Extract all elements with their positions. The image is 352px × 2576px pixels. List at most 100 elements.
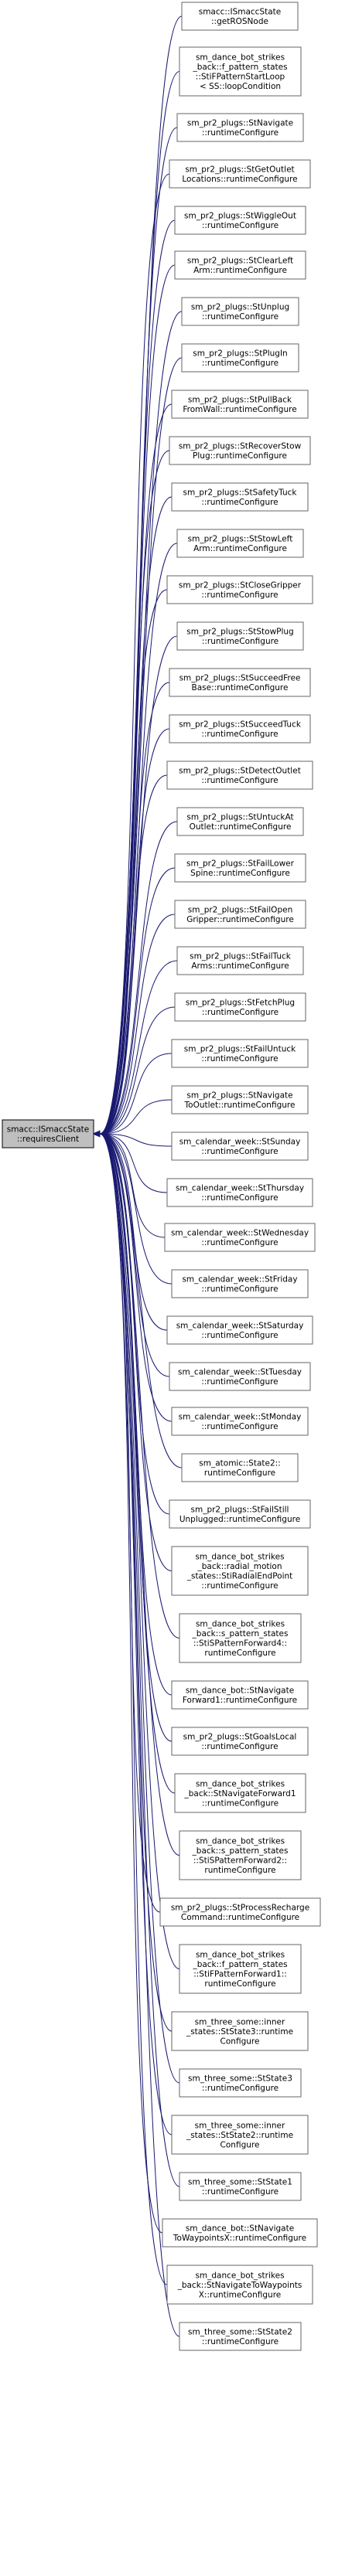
caller-node-strikes-s-pattern-forward4[interactable]: sm_dance_bot_strikes_back::s_pattern_sta… (179, 1613, 302, 1663)
caller-node-strikes-navigate-forward1[interactable]: sm_dance_bot_strikes_back::StNavigateFor… (174, 1773, 306, 1813)
caller-node-pr2-goals-local[interactable]: sm_pr2_plugs::StGoalsLocal::runtimeConfi… (171, 1727, 309, 1756)
caller-node-three-some-inner-state3[interactable]: sm_three_some::inner_states::StState3::r… (171, 2011, 309, 2051)
focus-node-requires-client-label-line: ::requiresClient (17, 1135, 79, 1144)
caller-node-cal-sunday[interactable]: sm_calendar_week::StSunday::runtimeConfi… (171, 1131, 309, 1161)
caller-node-pr2-wiggle-out-label-line: sm_pr2_plugs::StWiggleOut (184, 212, 296, 221)
caller-node-pr2-fail-untuck-label-line: ::runtimeConfigure (201, 1054, 278, 1063)
caller-node-three-some-inner-state2-label-line: sm_three_some::inner (195, 2121, 285, 2130)
caller-node-pr2-navigate-to-outlet-label-line: sm_pr2_plugs::StNavigate (186, 1091, 292, 1101)
caller-node-pr2-succeed-tuck[interactable]: sm_pr2_plugs::StSucceedTuck::runtimeConf… (169, 714, 311, 744)
caller-node-pr2-recover-stow-plug[interactable]: sm_pr2_plugs::StRecoverStowPlug::runtime… (169, 436, 311, 465)
caller-node-pr2-plug-in-box (181, 343, 299, 373)
edge-dance-navigate-to-waypoints-x (92, 1130, 163, 2234)
caller-node-cal-monday-label-line: sm_calendar_week::StMonday (179, 1413, 302, 1422)
caller-node-strikes-s-pattern-forward2[interactable]: sm_dance_bot_strikes_back::s_pattern_sta… (179, 1830, 302, 1880)
caller-node-cal-friday[interactable]: sm_calendar_week::StFriday::runtimeConfi… (171, 1269, 309, 1298)
caller-node-pr2-recover-stow-plug-label-line: sm_pr2_plugs::StRecoverStow (179, 442, 302, 451)
caller-node-loop-condition-label-line: ::StiFPatternStartLoop (196, 73, 285, 82)
caller-node-pr2-fail-still-unplugged[interactable]: sm_pr2_plugs::StFailStillUnplugged::runt… (169, 1499, 311, 1529)
caller-node-pr2-fetch-plug-box (174, 992, 306, 1022)
caller-node-cal-monday-box (171, 1407, 309, 1436)
caller-node-pr2-clear-left-arm-label-line: Arm::runtimeConfigure (193, 266, 287, 275)
caller-node-cal-wednesday-label-line: sm_calendar_week::StWednesday (171, 1229, 309, 1238)
caller-node-pr2-untuck-at-outlet-label-line: Outlet::runtimeConfigure (190, 822, 292, 832)
caller-node-pr2-pull-back-from-wall[interactable]: sm_pr2_plugs::StPullBackFromWall::runtim… (171, 390, 309, 419)
caller-node-pr2-unplug-label-line: ::runtimeConfigure (202, 312, 279, 322)
caller-node-atomic-state2-label-line: sm_atomic::State2:: (199, 1459, 280, 1468)
caller-node-pr2-fetch-plug[interactable]: sm_pr2_plugs::StFetchPlug::runtimeConfig… (174, 992, 306, 1022)
caller-node-pr2-fail-lower-spine[interactable]: sm_pr2_plugs::StFailLowerSpine::runtimeC… (174, 853, 306, 883)
caller-node-cal-monday[interactable]: sm_calendar_week::StMonday::runtimeConfi… (171, 1407, 309, 1436)
caller-node-cal-tuesday[interactable]: sm_calendar_week::StTuesday::runtimeConf… (169, 1362, 311, 1391)
caller-node-cal-thursday-box (166, 1178, 313, 1207)
caller-node-pr2-detect-outlet-box (166, 761, 313, 790)
caller-node-pr2-detect-outlet[interactable]: sm_pr2_plugs::StDetectOutlet::runtimeCon… (166, 761, 313, 790)
caller-node-three-some-inner-state3-label-line: sm_three_some::inner (195, 2017, 285, 2026)
caller-node-pr2-untuck-at-outlet[interactable]: sm_pr2_plugs::StUntuckAtOutlet::runtimeC… (176, 807, 304, 836)
caller-node-atomic-state2-label-line: runtimeConfigure (204, 1468, 275, 1478)
caller-node-pr2-stow-plug-label-line: ::runtimeConfigure (202, 637, 279, 646)
caller-node-pr2-safety-tuck[interactable]: sm_pr2_plugs::StSafetyTuck::runtimeConfi… (171, 482, 309, 512)
caller-node-three-some-inner-state2[interactable]: sm_three_some::inner_states::StState2::r… (171, 2115, 309, 2155)
caller-node-loop-condition-label-line: < SS::loopCondition (200, 82, 281, 91)
caller-node-dance-navigate-forward1[interactable]: sm_dance_bot::StNavigateForward1::runtim… (171, 1680, 309, 1710)
caller-node-pr2-fail-tuck-arms[interactable]: sm_pr2_plugs::StFailTuckArms::runtimeCon… (176, 946, 304, 975)
edge-cal-saturday (92, 1130, 168, 1331)
caller-node-strikes-s-pattern-forward2-label-line: sm_dance_bot_strikes (196, 1837, 285, 1846)
caller-node-dance-navigate-to-waypoints-x[interactable]: sm_dance_bot::StNavigateToWaypointsX::ru… (162, 2218, 318, 2248)
caller-node-get-ros-node[interactable]: smacc::ISmaccState::getROSNode (181, 2, 299, 31)
caller-node-three-some-state1-label-line: ::runtimeConfigure (202, 2187, 279, 2197)
focus-node-requires-client[interactable]: smacc::ISmaccState::requiresClient (2, 1119, 94, 1148)
caller-node-pr2-succeed-tuck-label-line: sm_pr2_plugs::StSucceedTuck (179, 720, 302, 730)
caller-node-pr2-get-outlet-locations-label-line: Locations::runtimeConfigure (182, 175, 297, 184)
caller-node-three-some-inner-state2-label-line: Configure (220, 2140, 260, 2149)
caller-node-strikes-radial-end-point[interactable]: sm_dance_bot_strikes_back::radial_motion… (171, 1546, 309, 1596)
caller-node-pr2-close-gripper[interactable]: sm_pr2_plugs::StCloseGripper::runtimeCon… (166, 575, 313, 604)
caller-node-pr2-stow-left-arm-label-line: sm_pr2_plugs::StStowLeft (188, 535, 293, 544)
caller-node-pr2-fail-untuck[interactable]: sm_pr2_plugs::StFailUntuck::runtimeConfi… (171, 1039, 309, 1068)
caller-node-pr2-stow-plug[interactable]: sm_pr2_plugs::StStowPlug::runtimeConfigu… (176, 621, 304, 651)
caller-node-strikes-s-pattern-forward4-box (179, 1613, 302, 1663)
caller-node-strikes-s-pattern-forward2-label-line: ::StiSPatternForward2:: (193, 1856, 287, 1866)
caller-node-cal-saturday[interactable]: sm_calendar_week::StSaturday::runtimeCon… (166, 1315, 313, 1345)
caller-node-pr2-wiggle-out-box (174, 206, 306, 235)
caller-node-pr2-succeed-free-base[interactable]: sm_pr2_plugs::StSucceedFreeBase::runtime… (169, 668, 311, 697)
caller-node-pr2-fail-open-gripper[interactable]: sm_pr2_plugs::StFailOpenGripper::runtime… (174, 900, 306, 929)
caller-node-dance-navigate-to-waypoints-x-label-line: ToWaypointsX::runtimeConfigure (173, 2234, 306, 2243)
caller-node-pr2-succeed-tuck-box (169, 714, 311, 744)
caller-node-cal-thursday[interactable]: sm_calendar_week::StThursday::runtimeCon… (166, 1178, 313, 1207)
caller-node-pr2-fail-lower-spine-label-line: Spine::runtimeConfigure (190, 869, 290, 878)
caller-node-pr2-clear-left-arm-label-line: sm_pr2_plugs::StClearLeft (187, 257, 293, 266)
caller-node-loop-condition-label-line: _back::f_pattern_states (192, 63, 287, 72)
caller-node-cal-wednesday[interactable]: sm_calendar_week::StWednesday::runtimeCo… (164, 1223, 316, 1252)
caller-node-strikes-s-pattern-forward2-box (179, 1830, 302, 1880)
caller-node-three-some-state2[interactable]: sm_three_some::StState2::runtimeConfigur… (179, 2322, 302, 2351)
caller-node-pr2-navigate[interactable]: sm_pr2_plugs::StNavigate::runtimeConfigu… (176, 113, 304, 142)
caller-node-cal-thursday-label-line: ::runtimeConfigure (201, 1193, 278, 1203)
caller-node-pr2-navigate-to-outlet[interactable]: sm_pr2_plugs::StNavigateToOutlet::runtim… (171, 1085, 309, 1114)
caller-node-loop-condition[interactable]: sm_dance_bot_strikes_back::f_pattern_sta… (179, 46, 302, 97)
caller-node-pr2-clear-left-arm[interactable]: sm_pr2_plugs::StClearLeftArm::runtimeCon… (174, 250, 306, 280)
focus-node-requires-client-box (2, 1119, 94, 1148)
caller-node-three-some-state3[interactable]: sm_three_some::StState3::runtimeConfigur… (179, 2068, 302, 2098)
caller-node-cal-sunday-box (171, 1131, 309, 1161)
caller-node-dance-navigate-forward1-box (171, 1680, 309, 1710)
caller-node-strikes-f-pattern-forward1[interactable]: sm_dance_bot_strikes_back::f_pattern_sta… (179, 1944, 302, 1994)
caller-node-pr2-get-outlet-locations[interactable]: sm_pr2_plugs::StGetOutletLocations::runt… (169, 159, 311, 189)
caller-node-dance-navigate-to-waypoints-x-label-line: sm_dance_bot::StNavigate (186, 2224, 294, 2234)
caller-node-strikes-s-pattern-forward4-label-line: sm_dance_bot_strikes (196, 1620, 285, 1629)
caller-node-pr2-safety-tuck-box (171, 482, 309, 512)
caller-node-pr2-plug-in[interactable]: sm_pr2_plugs::StPlugIn::runtimeConfigure (181, 343, 299, 373)
caller-node-pr2-wiggle-out[interactable]: sm_pr2_plugs::StWiggleOut::runtimeConfig… (174, 206, 306, 235)
caller-node-strikes-navigate-to-waypoints-x[interactable]: sm_dance_bot_strikes_back::StNavigateToW… (166, 2265, 313, 2305)
caller-node-pr2-stow-left-arm[interactable]: sm_pr2_plugs::StStowLeftArm::runtimeConf… (176, 529, 304, 558)
caller-node-three-some-state2-label-line: sm_three_some::StState2 (188, 2328, 292, 2337)
caller-node-atomic-state2[interactable]: sm_atomic::State2::runtimeConfigure (181, 1453, 299, 1482)
caller-node-pr2-fail-tuck-arms-label-line: Arms::runtimeConfigure (191, 961, 289, 971)
caller-node-dance-navigate-to-waypoints-x-box (162, 2218, 318, 2248)
caller-node-three-some-state1[interactable]: sm_three_some::StState1::runtimeConfigur… (179, 2172, 302, 2201)
caller-node-pr2-unplug[interactable]: sm_pr2_plugs::StUnplug::runtimeConfigure (181, 297, 299, 326)
caller-node-pr2-process-recharge-command[interactable]: sm_pr2_plugs::StProcessRechargeCommand::… (159, 1897, 321, 1927)
caller-node-cal-sunday-label-line: ::runtimeConfigure (201, 1147, 278, 1156)
caller-node-pr2-fail-still-unplugged-label-line: Unplugged::runtimeConfigure (179, 1515, 300, 1524)
